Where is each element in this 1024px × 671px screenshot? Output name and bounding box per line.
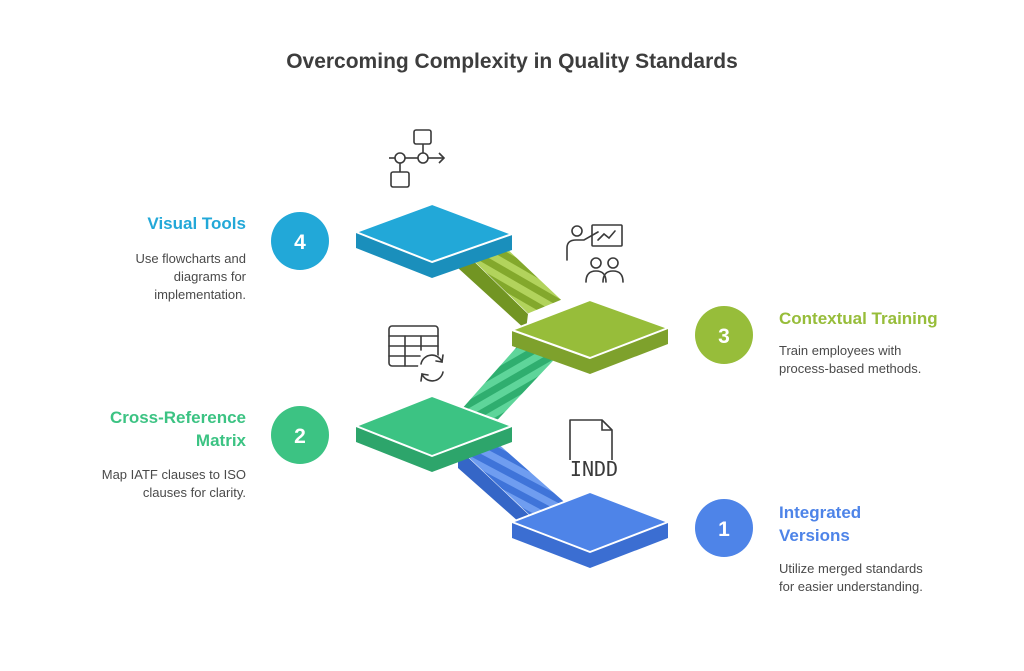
platform-1 [511, 491, 669, 568]
flowchart-icon [389, 129, 446, 188]
platform-2 [355, 395, 513, 472]
step-3-number-badge: 3 [695, 306, 753, 364]
step-1-heading: Integrated Versions [779, 503, 862, 545]
step-4-number-badge: 4 [271, 212, 329, 270]
svg-text:3: 3 [718, 325, 730, 348]
platform-4 [355, 203, 513, 278]
step-2-heading: Cross-Reference Matrix [109, 408, 246, 450]
step-3-description: Train employees with process-based metho… [779, 343, 922, 376]
step-4-heading: Visual Tools [147, 214, 246, 233]
svg-text:INDD: INDD [570, 457, 618, 481]
svg-text:4: 4 [294, 231, 306, 254]
step-3-heading: Contextual Training [779, 309, 938, 328]
step-1-number-badge: 1 [695, 499, 753, 557]
svg-text:1: 1 [718, 518, 730, 541]
step-4-description: Use flowcharts and diagrams for implemen… [135, 251, 246, 302]
svg-text:2: 2 [294, 425, 306, 448]
step-1-description: Utilize merged standards for easier unde… [779, 561, 923, 594]
diagram-title: Overcoming Complexity in Quality Standar… [286, 50, 738, 73]
step-2-description: Map IATF clauses to ISO clauses for clar… [101, 467, 246, 500]
platform-3 [511, 299, 669, 374]
indd-file-icon: INDD [569, 419, 618, 481]
presentation-training-icon [566, 224, 624, 283]
table-refresh-icon [388, 325, 446, 382]
step-2-number-badge: 2 [271, 406, 329, 464]
